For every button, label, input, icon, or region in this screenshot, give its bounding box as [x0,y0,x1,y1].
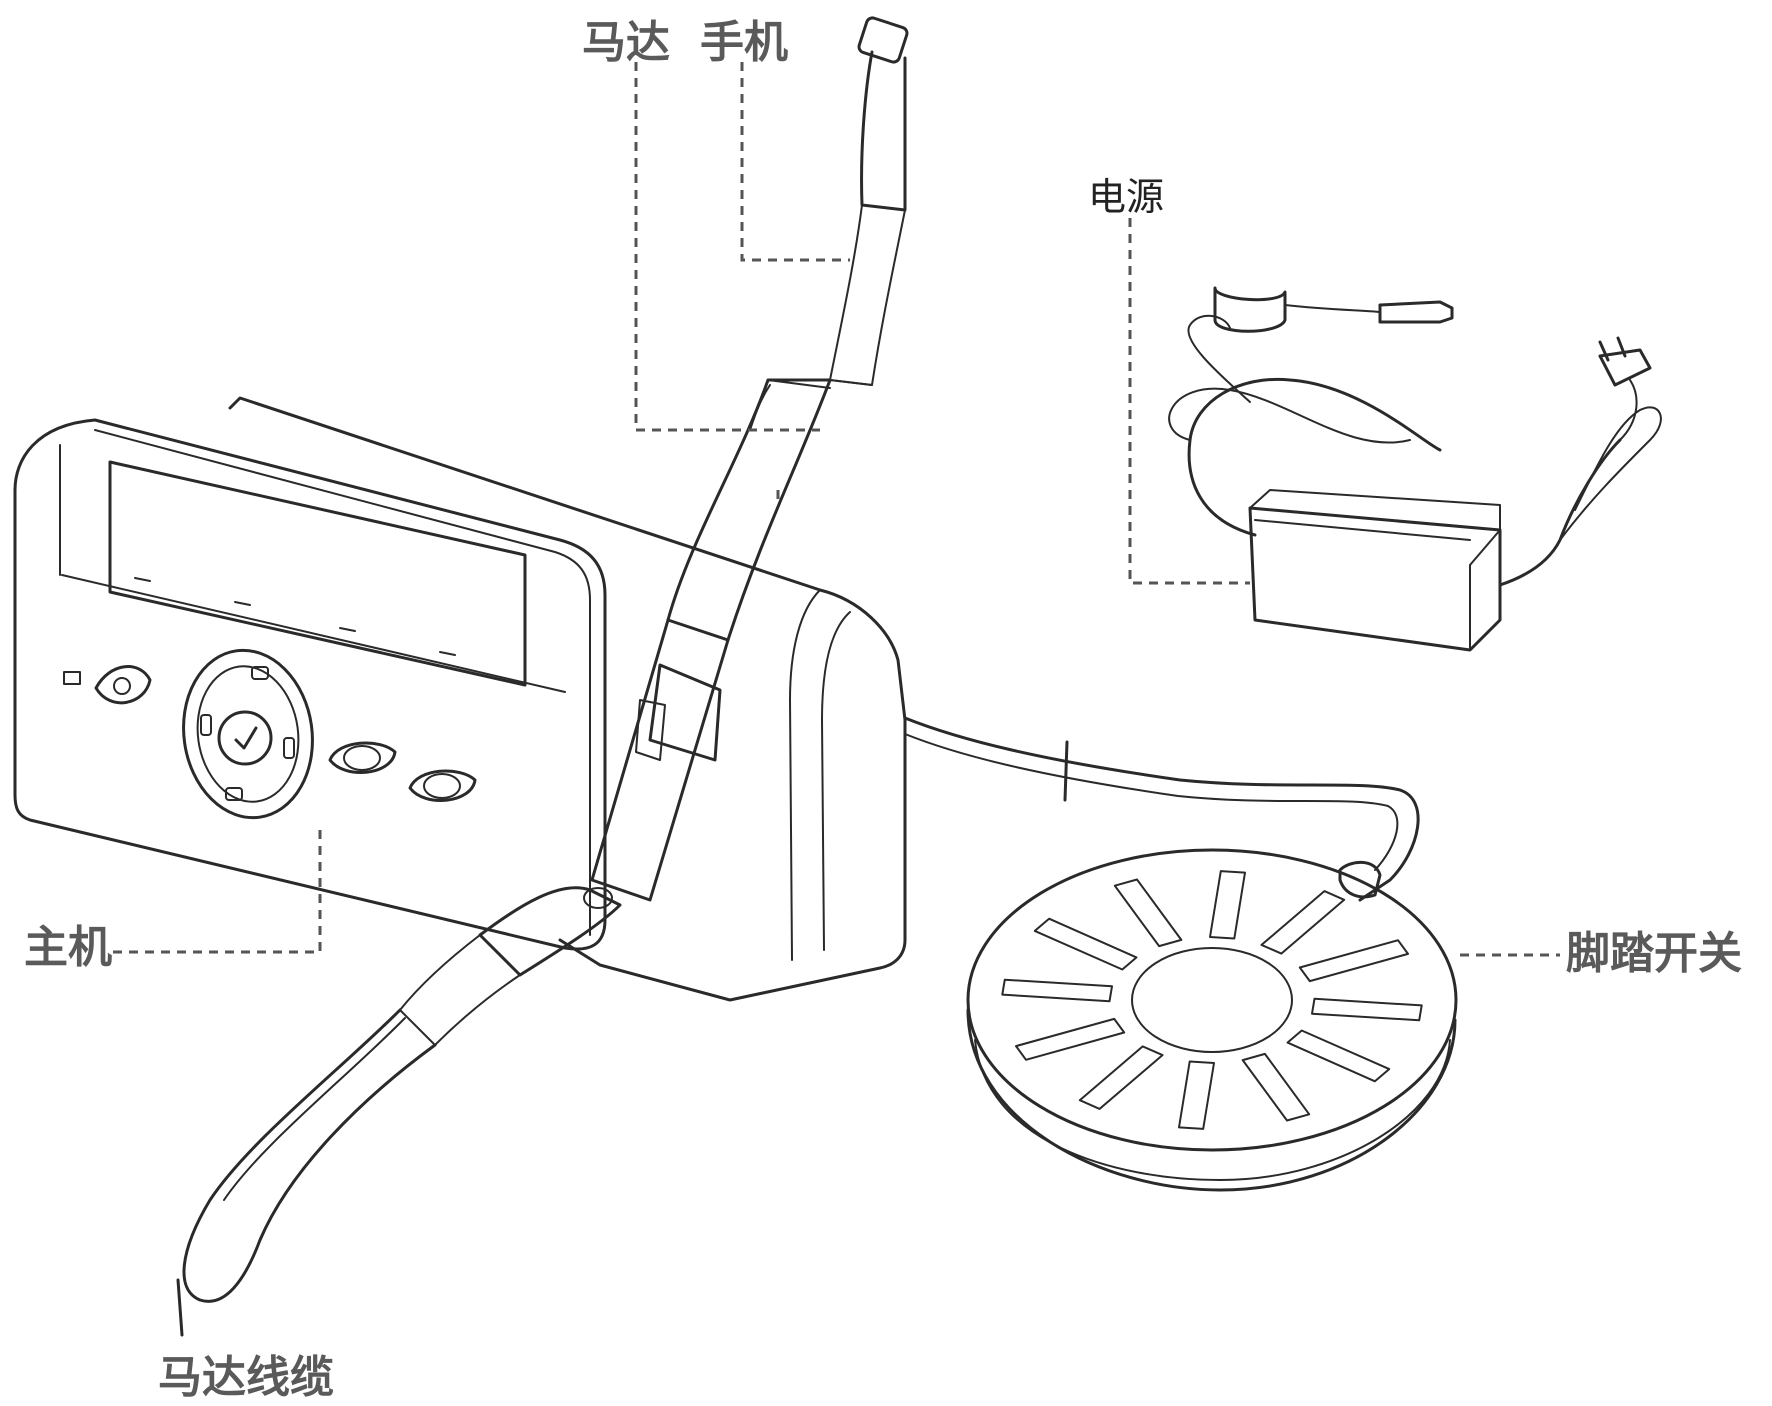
display-window [108,460,527,687]
handpiece-head [857,16,909,64]
foot-pedal-rib [1260,890,1346,955]
up-arrow-icon[interactable] [251,666,269,680]
foot-pedal-rib [1001,978,1113,1003]
main-unit [13,396,907,1002]
foot-pedal-center [1131,947,1293,1053]
main-unit-leader [108,830,322,954]
label-power-supply: 电源 [1088,175,1164,219]
down-arrow-icon[interactable] [225,787,243,801]
power-supply [1168,286,1662,652]
right-arrow-icon[interactable] [283,737,295,759]
navigation-pad[interactable] [173,642,323,826]
label-handpiece: 手机 [700,17,788,68]
foot-pedal-rib [1209,870,1246,940]
motor-cable [176,1008,437,1337]
label-motor: 马达 [582,17,670,68]
indicator-icon [63,671,81,685]
handpiece-motor-assembly [399,16,909,1046]
ok-button[interactable] [217,710,273,766]
label-main-unit: 主机 [24,922,112,973]
labels: 马达 手机 电源 主机 脚踏开关 马达线缆 [24,17,1742,1403]
foot-pedal-rib [1178,1060,1215,1130]
foot-pedal-rib [1033,917,1138,971]
foot-pedal-rib [1286,1029,1391,1083]
auto-reverse-button[interactable] [328,741,397,774]
foot-pedal-rib [1241,1052,1311,1122]
ferrite-core [1213,286,1287,333]
leader-lines [108,62,1560,957]
foot-switch-cable [903,716,1420,902]
foot-pedal-rib [1113,878,1183,948]
foot-pedal-top [966,848,1458,1152]
foot-pedal-rib [1078,1045,1164,1110]
power-adapter-brick [1248,506,1502,652]
label-motor-cable: 马达线缆 [158,1352,334,1403]
handpiece-leader [740,62,850,262]
foot-pedal-rib [1311,997,1423,1022]
foot-pedal-ribs [1001,870,1423,1130]
program-button[interactable] [94,665,152,705]
check-icon [234,726,258,750]
dc-plug [1378,300,1454,324]
foot-pedal-rib [1015,1017,1126,1061]
motor-leader [634,62,820,432]
display-tick-marks [134,577,456,656]
ac-plug [1598,348,1652,387]
foot-switch [966,848,1458,1192]
foot-pedal-rib [1298,939,1409,983]
power-supply-leader [1128,218,1250,585]
left-arrow-icon[interactable] [200,714,212,736]
label-foot-switch: 脚踏开关 [1566,928,1742,979]
calibration-button[interactable] [408,769,477,802]
